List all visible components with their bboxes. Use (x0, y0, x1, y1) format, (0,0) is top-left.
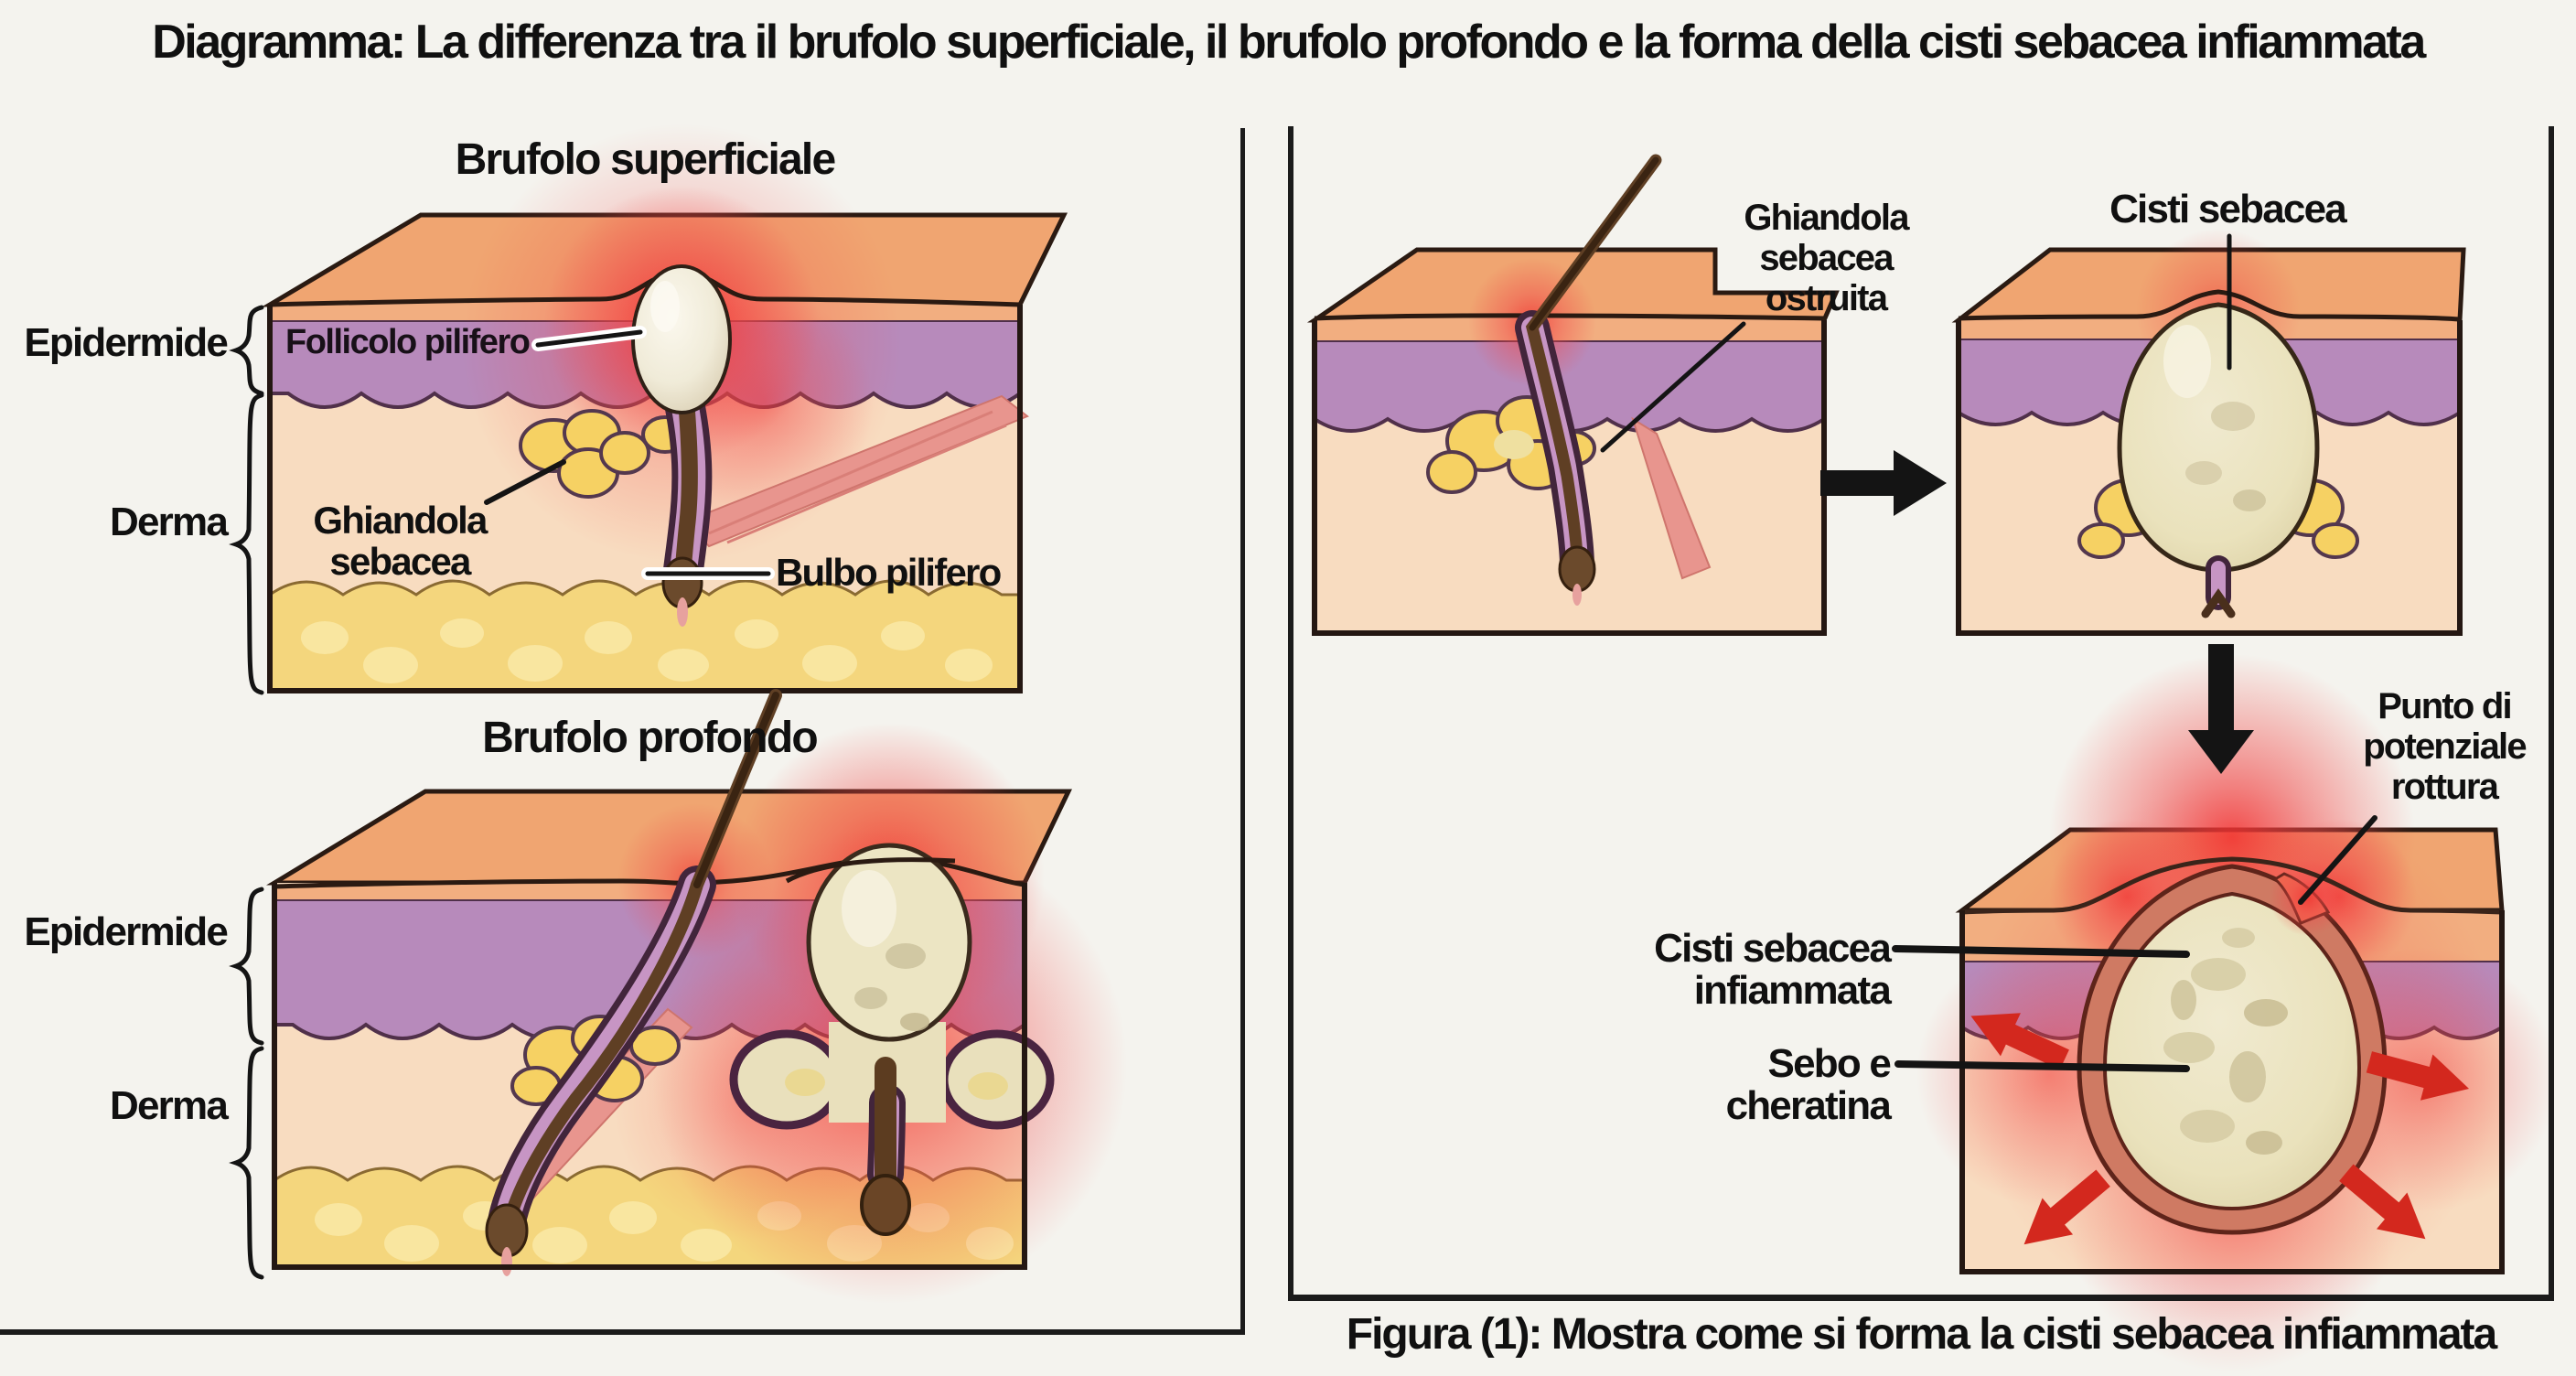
sebo-line2: cheratina (1725, 1083, 1892, 1128)
ghiandola-line2: sebacea (329, 540, 471, 583)
inflamed-cyst-diagram (1916, 654, 2557, 1372)
epidermis-brace (229, 305, 264, 396)
follicolo-pilifero-label: Follicolo pilifero (285, 323, 531, 361)
pressure-arrows (1970, 1013, 2470, 1245)
skin-surface-line (1958, 289, 2461, 322)
block-outline (1956, 320, 2463, 636)
figure-caption: Figura (1): Mostra come si forma la cist… (1346, 1310, 2497, 1359)
inflamed-cyst-capsule (2077, 864, 2388, 1235)
deep-pimple-mass (729, 843, 1055, 1130)
block-outline (267, 305, 1023, 693)
hair-bulb (860, 1174, 911, 1236)
ghiandola-line1: Ghiandola (313, 499, 488, 542)
sebo-cheratina-label: Sebo e cheratina (1681, 1041, 1892, 1128)
ostruita-line3: ostruita (1765, 278, 1888, 318)
pointer-lines (484, 233, 2377, 1072)
rottura-line1: Punto di (2377, 686, 2512, 726)
deep-pimple-diagram (266, 689, 1127, 1304)
ghiandola-sebacea-label: Ghiandola sebacea (295, 500, 505, 582)
rottura-line3: rottura (2390, 767, 2499, 807)
right-step-arrow (1820, 450, 1947, 516)
infiammata-line2: infiammata (1693, 968, 1892, 1013)
hair-shaft (1525, 154, 1662, 563)
skin-surface-line (1314, 313, 1825, 321)
right-panel-border (1288, 126, 2554, 1301)
hair-shaft (504, 689, 782, 1223)
deep-title: Brufolo profondo (482, 714, 819, 762)
curly-braces (229, 305, 264, 1280)
red-arrow (2339, 1164, 2426, 1240)
red-arrow (2023, 1169, 2110, 1245)
down-step-arrow (2188, 644, 2254, 774)
infiammata-line1: Cisti sebacea (1654, 926, 1892, 971)
epidermide-label-deep: Epidermide (24, 909, 228, 954)
epidermide-label-superficial: Epidermide (24, 320, 228, 365)
skin-bump-line (785, 857, 956, 884)
derma-label-superficial: Derma (110, 500, 229, 544)
sebo-line1: Sebo e (1767, 1041, 1892, 1086)
derma-label-deep: Derma (110, 1083, 229, 1128)
left-panel-bottom-line (0, 1329, 1245, 1335)
cisti-infiammata-label: Cisti sebacea infiammata (1619, 926, 1892, 1013)
superficial-title: Brufolo superficiale (455, 135, 837, 184)
hair-shaft-tip (693, 692, 779, 888)
hair-bulb (2201, 588, 2236, 618)
derma-brace (229, 392, 264, 695)
arrector-muscle (684, 394, 1029, 548)
hair-shaft-tip (1529, 156, 1659, 331)
ghiandola-ostruita-label: Ghiandola sebacea ostruita (1703, 198, 1948, 318)
page-title: Diagramma: La differenza tra il brufolo … (152, 16, 2426, 69)
cisti-sebacea-label: Cisti sebacea (2109, 187, 2347, 231)
derma-brace (229, 1046, 264, 1280)
sebaceous-cyst-diagram (1951, 229, 2466, 636)
rottura-line2: potenziale (2363, 726, 2527, 767)
pointer-lines-halo (531, 326, 775, 580)
superficial-pimple-diagram (261, 124, 1068, 693)
skin-bump-line (1961, 856, 2503, 915)
block-outline (272, 883, 1027, 1270)
arrector-muscle (1631, 416, 1712, 580)
dermal-papilla (677, 597, 688, 627)
red-arrow (1970, 1013, 2069, 1070)
red-arrow (2366, 1051, 2470, 1101)
sebaceous-gland (519, 409, 689, 499)
sebum-buildup (1494, 430, 1534, 459)
epidermis-brace (229, 887, 264, 1046)
punto-rottura-label: Punto di potenziale rottura (2334, 686, 2554, 807)
panel-divider-line (1240, 128, 1245, 1334)
block-outline (1959, 910, 2505, 1274)
dermal-papilla (1572, 584, 1582, 606)
sebum-keratin-content (2163, 928, 2288, 1155)
bulbo-pilifero-label: Bulbo pilifero (776, 551, 1002, 594)
fat-globules (301, 618, 993, 683)
ostruita-line2: sebacea (1759, 238, 1894, 278)
ostruita-line1: Ghiandola (1744, 198, 1909, 238)
